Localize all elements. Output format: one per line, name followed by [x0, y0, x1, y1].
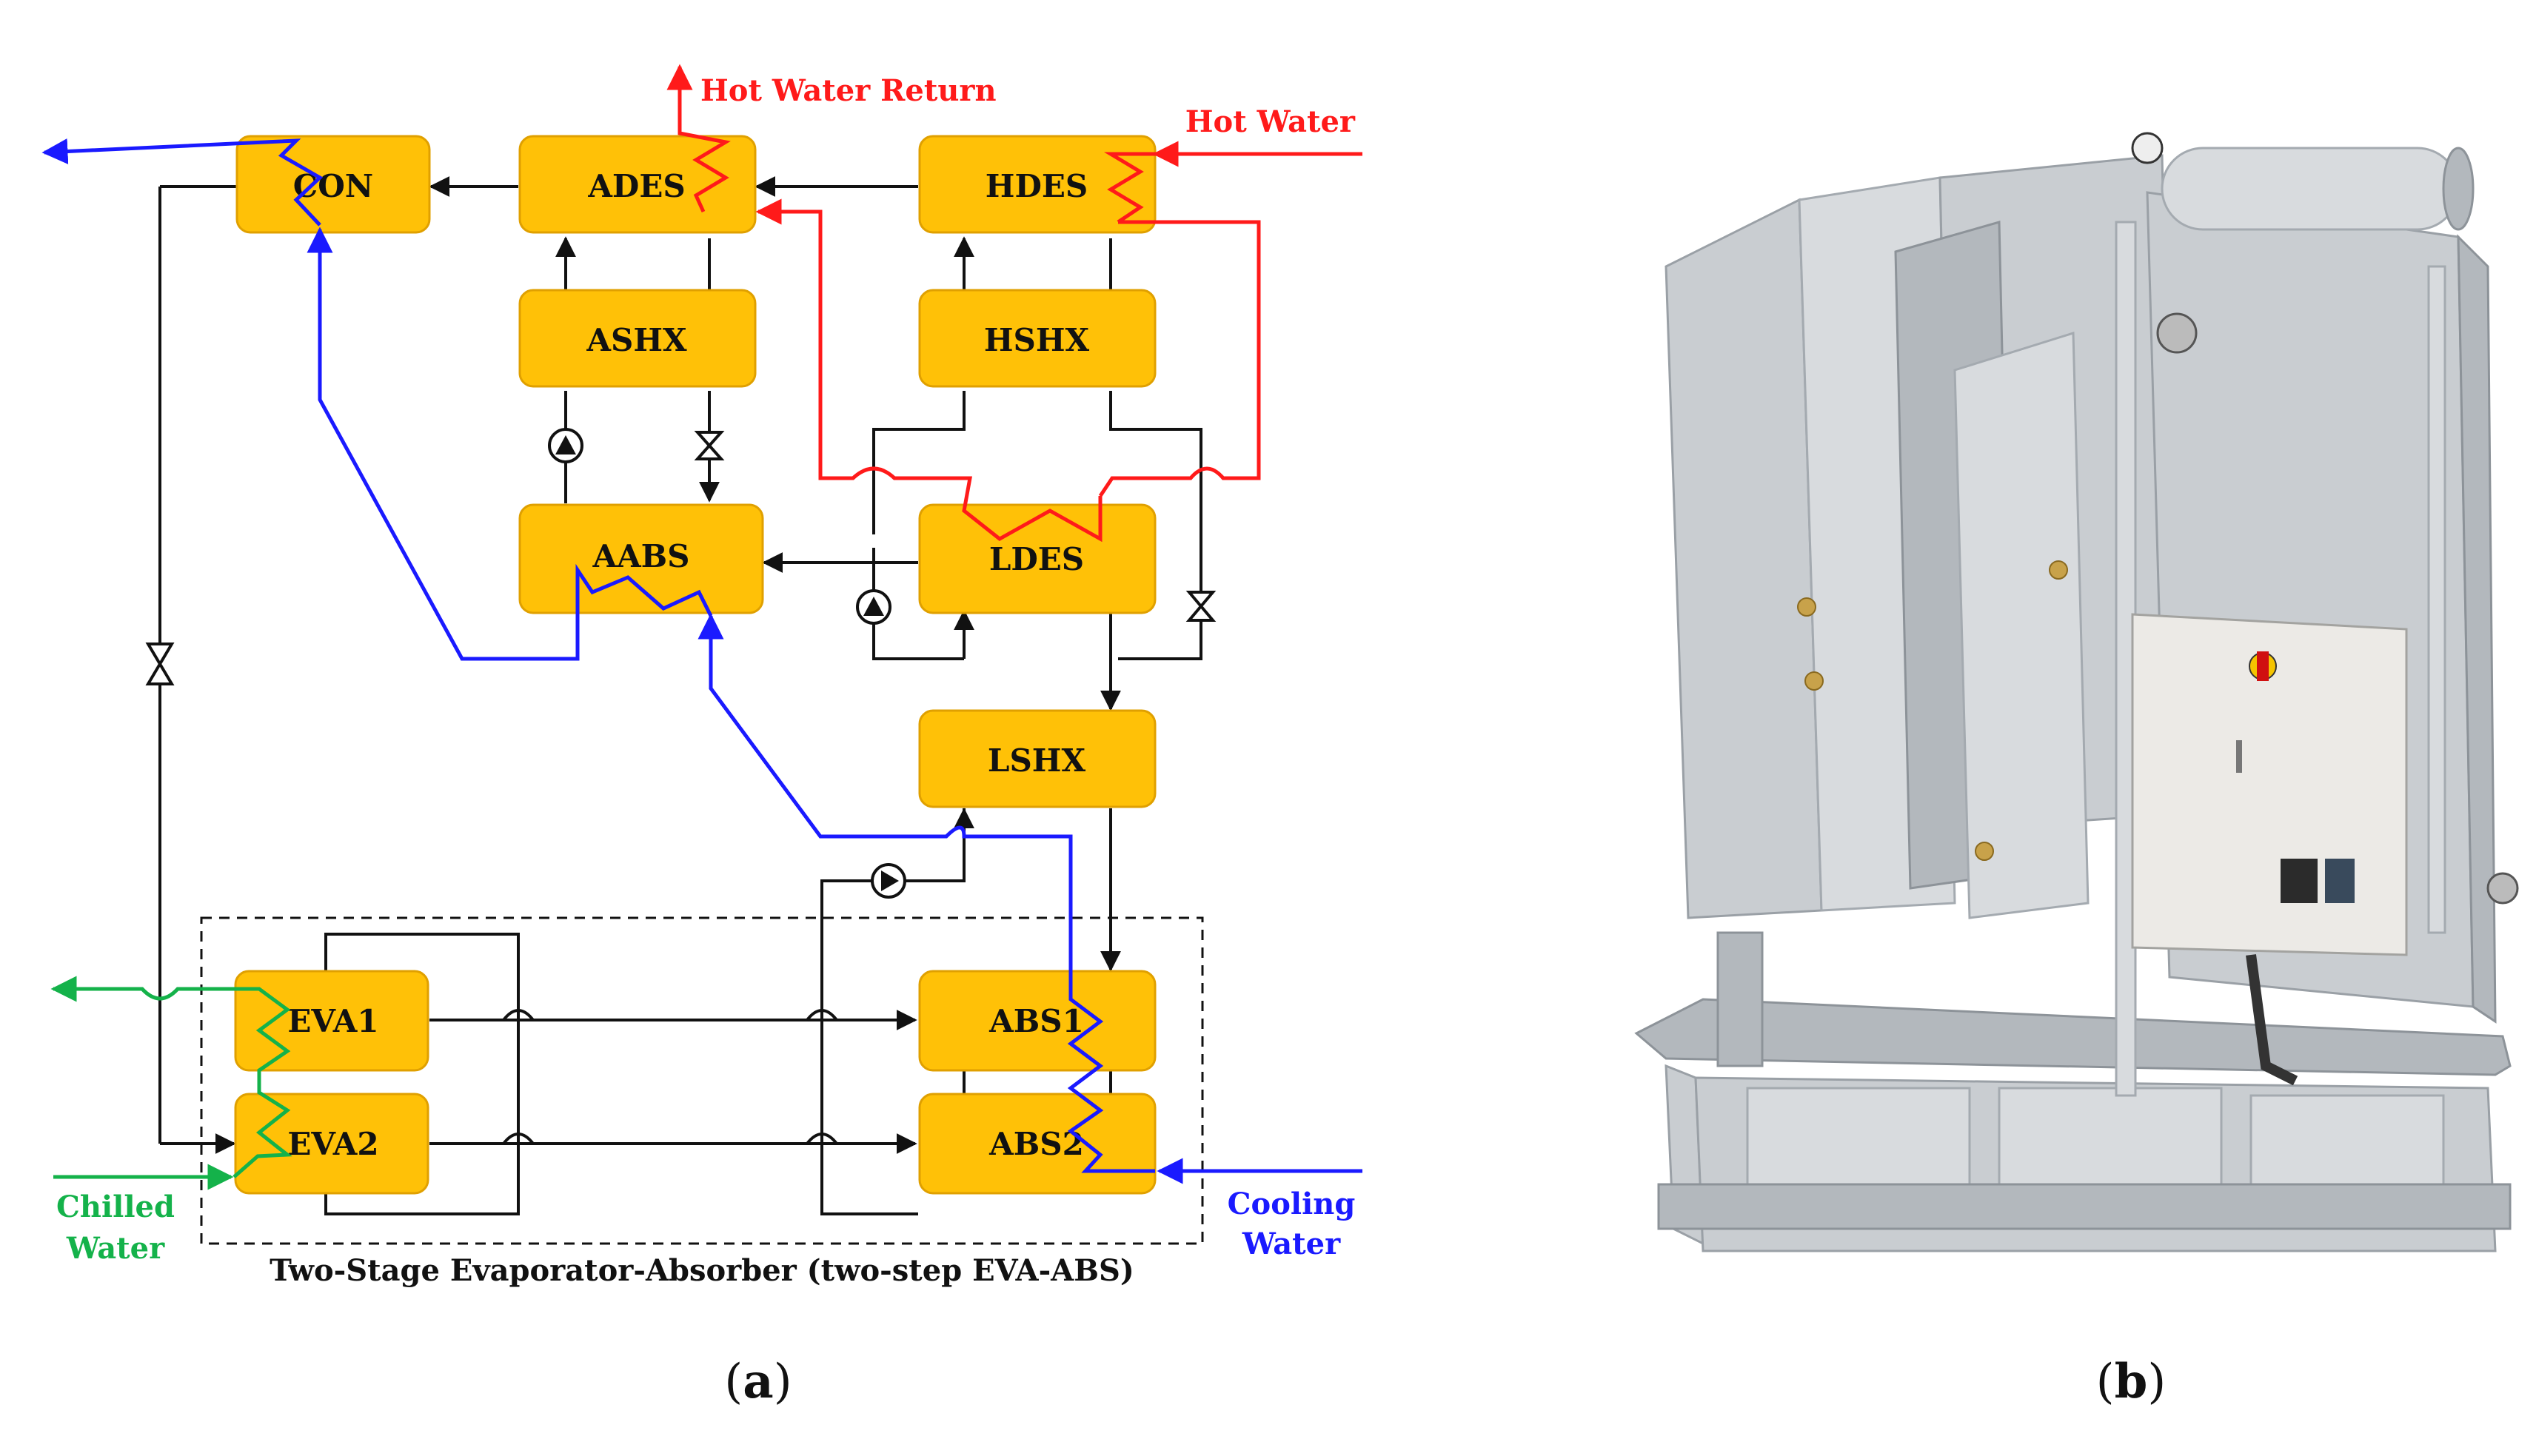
- cooling-water-label: Cooling: [1228, 1187, 1356, 1221]
- node-abs1: ABS1: [918, 970, 1157, 1072]
- panel-caption-b: (b): [2096, 1354, 2167, 1409]
- pump-icon: [548, 428, 583, 463]
- node-ades: ADES: [518, 135, 757, 234]
- pump-icon: [856, 589, 891, 625]
- node-eva1: EVA1: [234, 970, 429, 1072]
- node-abs2: ABS2: [918, 1093, 1157, 1195]
- node-ashx: ASHX: [518, 289, 757, 388]
- node-aabs: AABS: [518, 503, 764, 614]
- node-eva2: EVA2: [234, 1093, 429, 1195]
- node-con: CON: [235, 135, 431, 234]
- svg-text:ADES: ADES: [587, 168, 685, 204]
- svg-text:LSHX: LSHX: [988, 742, 1086, 779]
- cooling-water-line: [41, 138, 1362, 1184]
- hot-water-line: [666, 64, 1362, 543]
- absorption-chiller-photo: (b): [1634, 132, 2519, 1409]
- node-hdes: HDES: [918, 135, 1157, 234]
- svg-text:ASHX: ASHX: [586, 322, 687, 358]
- node-lshx: LSHX: [918, 709, 1157, 808]
- cooling-water-label-2: Water: [1242, 1227, 1341, 1261]
- valve-icon: [1185, 591, 1217, 622]
- svg-text:LDES: LDES: [989, 541, 1084, 577]
- svg-text:HSHX: HSHX: [984, 322, 1090, 358]
- svg-text:AABS: AABS: [592, 538, 689, 574]
- svg-text:EVA2: EVA2: [287, 1126, 378, 1162]
- hot-water-label: Hot Water: [1185, 104, 1356, 139]
- node-hshx: HSHX: [918, 289, 1157, 388]
- svg-text:EVA1: EVA1: [287, 1003, 378, 1039]
- valve-icon: [694, 431, 725, 460]
- svg-text:ABS1: ABS1: [988, 1003, 1084, 1039]
- schematic-panel: Two-Stage Evaporator-Absorber (two-step …: [41, 64, 1362, 1409]
- svg-text:HDES: HDES: [986, 168, 1088, 204]
- pump-icon: [871, 863, 906, 899]
- chilled-water-label-2: Water: [66, 1231, 165, 1266]
- two-stage-group-label: Two-Stage Evaporator-Absorber (two-step …: [270, 1253, 1134, 1288]
- svg-text:ABS2: ABS2: [988, 1126, 1084, 1162]
- chilled-water-label: Chilled: [56, 1190, 175, 1224]
- valve-icon: [145, 643, 175, 685]
- two-stage-group-frame: [200, 916, 1204, 1245]
- chilled-water-line: [50, 976, 292, 1190]
- svg-text:CON: CON: [293, 168, 373, 204]
- panel-caption-a: (a): [724, 1354, 792, 1409]
- hot-water-return-label: Hot Water Return: [700, 73, 997, 108]
- node-ldes: LDES: [918, 503, 1157, 614]
